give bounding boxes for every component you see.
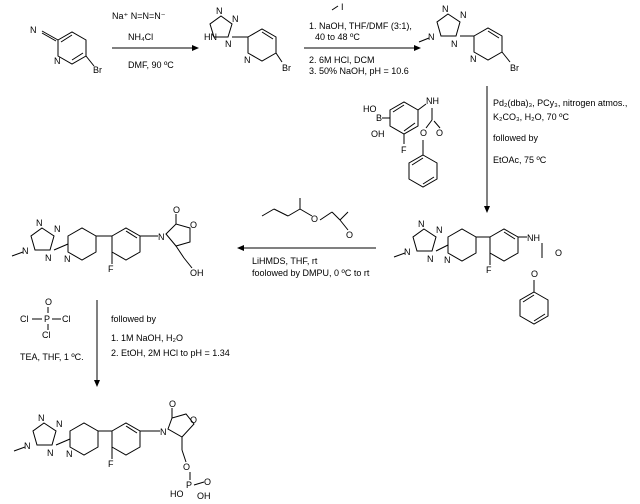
pyridine-n: N — [470, 54, 477, 64]
step5-arrow: TEA, THF, 1 ºC. followed by 1. 1M NaOH, … — [20, 300, 230, 387]
bromine: Br — [282, 63, 291, 73]
carbamate-nh: NH — [527, 233, 540, 243]
ring-o: O — [190, 220, 197, 230]
phosphorus: P — [44, 314, 50, 324]
hydroxyl: OH — [190, 268, 204, 278]
step2-arrow: I 1. NaOH, THF/DMF (3:1), 40 to 48 ºC 2.… — [304, 2, 421, 76]
pyridine-n: N — [444, 255, 451, 265]
tetrazole-n2: N — [232, 14, 239, 24]
boronic-oh: OH — [371, 129, 385, 139]
fluorine: F — [108, 459, 114, 469]
step2-condition-2: 3. 50% NaOH, pH = 10.6 — [309, 66, 409, 76]
carbonyl-o: O — [169, 399, 176, 409]
oxazolidinone-n: N — [158, 232, 165, 242]
step2-reagent-1: 1. NaOH, THF/DMF (3:1), — [309, 21, 412, 31]
tetrazole-n3: N — [24, 441, 31, 451]
tetrazole-n1: N — [418, 219, 425, 229]
step5-condition-2: 1. 1M NaOH, H₂O — [111, 333, 183, 343]
tetrazole-n3: N — [404, 247, 411, 257]
step3-condition-3: followed by — [493, 133, 539, 143]
methyl-iodide-i: I — [341, 2, 344, 12]
step4-arrow: O O LiHMDS, THF, rt foolowed by DMPU, 0 … — [237, 198, 376, 278]
pyridine-n: N — [244, 55, 251, 65]
boronic-ho: HO — [363, 104, 377, 114]
oxazolidinone-alcohol: N N N N N F N O O OH — [11, 205, 204, 278]
tetrazole-n1: N — [216, 6, 223, 16]
tetrazole-n2: N — [56, 419, 63, 429]
step1-reagent-1: Na⁺ N=N=N⁻ — [112, 11, 166, 21]
bromine: Br — [510, 63, 519, 73]
tetrazole-n1: N — [38, 413, 45, 423]
phosphate-product: N N N N N F N O O O P O HO OH — [13, 399, 211, 501]
ring-o: O — [190, 415, 197, 425]
tetrazole-n4: N — [45, 253, 52, 263]
tetrazole-nh: HN — [204, 32, 217, 42]
step4-condition-2: foolowed by DMPU, 0 ºC to rt — [252, 268, 370, 278]
tetrazole-n4: N — [451, 39, 458, 49]
methyl-tetrazole-intermediate: N N N N N Br — [418, 4, 519, 73]
step4-condition-1: LiHMDS, THF, rt — [252, 256, 318, 266]
tetrazole-intermediate: N N HN N N Br — [204, 6, 291, 73]
step2-reagent-2: 40 to 48 ºC — [315, 32, 360, 42]
step5-reagent: TEA, THF, 1 ºC. — [20, 352, 84, 362]
phosphate-p: P — [186, 480, 192, 490]
carbonyl-o: O — [436, 128, 443, 138]
epoxide-o: O — [346, 230, 353, 240]
tetrazole-n2: N — [460, 10, 467, 20]
tetrazole-n2: N — [54, 224, 61, 234]
tetrazole-n1: N — [442, 4, 449, 14]
pyridine-n: N — [54, 56, 61, 66]
step2-condition-1: 2. 6M HCl, DCM — [309, 55, 375, 65]
step3-condition-2: K₂CO₃, H₂O, 70 ºC — [493, 112, 569, 122]
tetrazole-n3: N — [22, 246, 29, 256]
boron: B — [376, 113, 382, 123]
ester-o: O — [531, 269, 538, 279]
step1-condition: DMF, 90 ºC — [128, 60, 174, 70]
fluorine: F — [401, 145, 407, 155]
step3-arrow: Pd₂(dba)₃, PCy₃, nitrogen atmos., K₂CO₃,… — [484, 86, 627, 213]
ester-o: O — [420, 128, 427, 138]
carbonyl-o: O — [555, 248, 562, 258]
tetrazole-n2: N — [436, 225, 443, 235]
step1-arrow: Na⁺ N=N=N⁻ NH₄Cl DMF, 90 ºC — [112, 11, 199, 70]
boronic-acid-reagent: NH O O B HO OH F — [363, 96, 443, 188]
fluorine: F — [108, 264, 114, 274]
oxazolidinone-n: N — [160, 427, 167, 437]
tetrazole-n4: N — [427, 254, 434, 264]
phosphate-o: O — [204, 477, 211, 487]
bromine: Br — [93, 65, 102, 75]
tetrazole-n1: N — [36, 218, 43, 228]
carbonyl-o: O — [173, 205, 180, 215]
phosphate-ho: HO — [170, 489, 184, 499]
butyrate-o: O — [311, 214, 318, 224]
phosphate-oh: OH — [197, 491, 211, 501]
tetrazole-n3: N — [428, 32, 435, 42]
pyridine-n: N — [66, 449, 73, 459]
nitrile-n: N — [30, 25, 37, 35]
chlorine-2: Cl — [62, 314, 71, 324]
step5-condition-1: followed by — [111, 314, 157, 324]
pyridine-n: N — [64, 254, 71, 264]
fluorine: F — [486, 265, 492, 275]
tetrazole-n4: N — [225, 39, 232, 49]
phosphoryl-chloride: O P Cl Cl Cl — [20, 297, 71, 340]
phosphate-ester-o: O — [183, 462, 190, 472]
carbamate-nh: NH — [426, 96, 439, 106]
chlorine-1: Cl — [20, 314, 29, 324]
phosphoryl-o: O — [45, 297, 52, 307]
chlorine-3: Cl — [42, 330, 51, 340]
starting-material-cyanopyridine: N N Br — [30, 25, 102, 75]
step5-condition-3: 2. EtOH, 2M HCl to pH = 1.34 — [111, 348, 230, 358]
biaryl-carbamate-intermediate: N N N N N F NH O O — [393, 219, 562, 325]
step3-condition-1: Pd₂(dba)₃, PCy₃, nitrogen atmos., — [493, 98, 627, 108]
step3-condition-4: EtOAc, 75 ºC — [493, 155, 547, 165]
tetrazole-n4: N — [47, 448, 54, 458]
step1-reagent-2: NH₄Cl — [128, 32, 153, 42]
